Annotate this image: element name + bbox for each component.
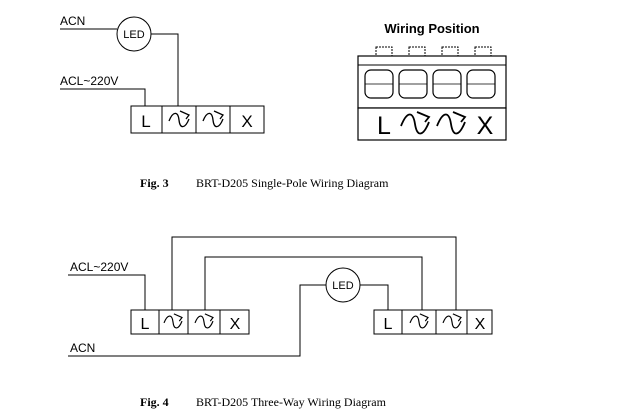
wiring-position-illustration: Wiring Position L X (357, 21, 507, 141)
fig3-acl-wire (60, 88, 146, 106)
wiring-position-housing (357, 55, 507, 109)
wiring-position-screws (375, 46, 492, 57)
fig4-right-terminal-block: L X (373, 309, 493, 335)
fig4-caption-number: Fig. 4 (140, 395, 169, 409)
fig4-led-label: LED (332, 280, 353, 292)
fig4-diagram: ACL~220V ACN LED L X L (68, 236, 493, 357)
fig3-terminal-x: X (241, 112, 252, 131)
wiring-position-title: Wiring Position (384, 21, 479, 36)
fig3-caption-text: BRT-D205 Single-Pole Wiring Diagram (196, 176, 389, 190)
fig3-terminal-l: L (141, 112, 150, 131)
fig4-acn-wire (68, 284, 326, 357)
fig4-right-terminal-l: L (384, 316, 393, 333)
fig4-traveler-wire-inner (204, 256, 423, 310)
fig3-acn-label: ACN (60, 14, 85, 28)
fig4-led: LED (325, 267, 361, 303)
fig3-acl-label: ACL~220V (60, 74, 118, 88)
fig3-led-label: LED (123, 29, 144, 41)
fig3-terminal-block: L X (130, 105, 265, 134)
fig4-acl-wire (68, 274, 146, 310)
fig4-right-terminal-x: X (475, 316, 486, 333)
wiring-position-terminal-l: L (377, 112, 391, 140)
fig3-diagram: ACN ACL~220V LED L X (60, 14, 265, 134)
fig3-led-wire (151, 33, 179, 106)
fig3-caption-number: Fig. 3 (140, 176, 169, 190)
wiring-position-label-strip: L X (357, 107, 507, 141)
fig4-left-terminal-l: L (141, 316, 150, 333)
fig4-caption-text: BRT-D205 Three-Way Wiring Diagram (196, 395, 387, 409)
fig4-left-terminal-x: X (230, 316, 241, 333)
fig4-traveler-wire-outer (171, 236, 457, 310)
fig4-left-terminal-block: L X (130, 309, 250, 335)
wiring-position-terminal-x: X (477, 112, 494, 140)
fig4-led-wire (360, 284, 389, 310)
fig3-led: LED (116, 16, 152, 52)
fig4-acn-label: ACN (70, 341, 95, 355)
fig4-acl-label: ACL~220V (70, 260, 128, 274)
